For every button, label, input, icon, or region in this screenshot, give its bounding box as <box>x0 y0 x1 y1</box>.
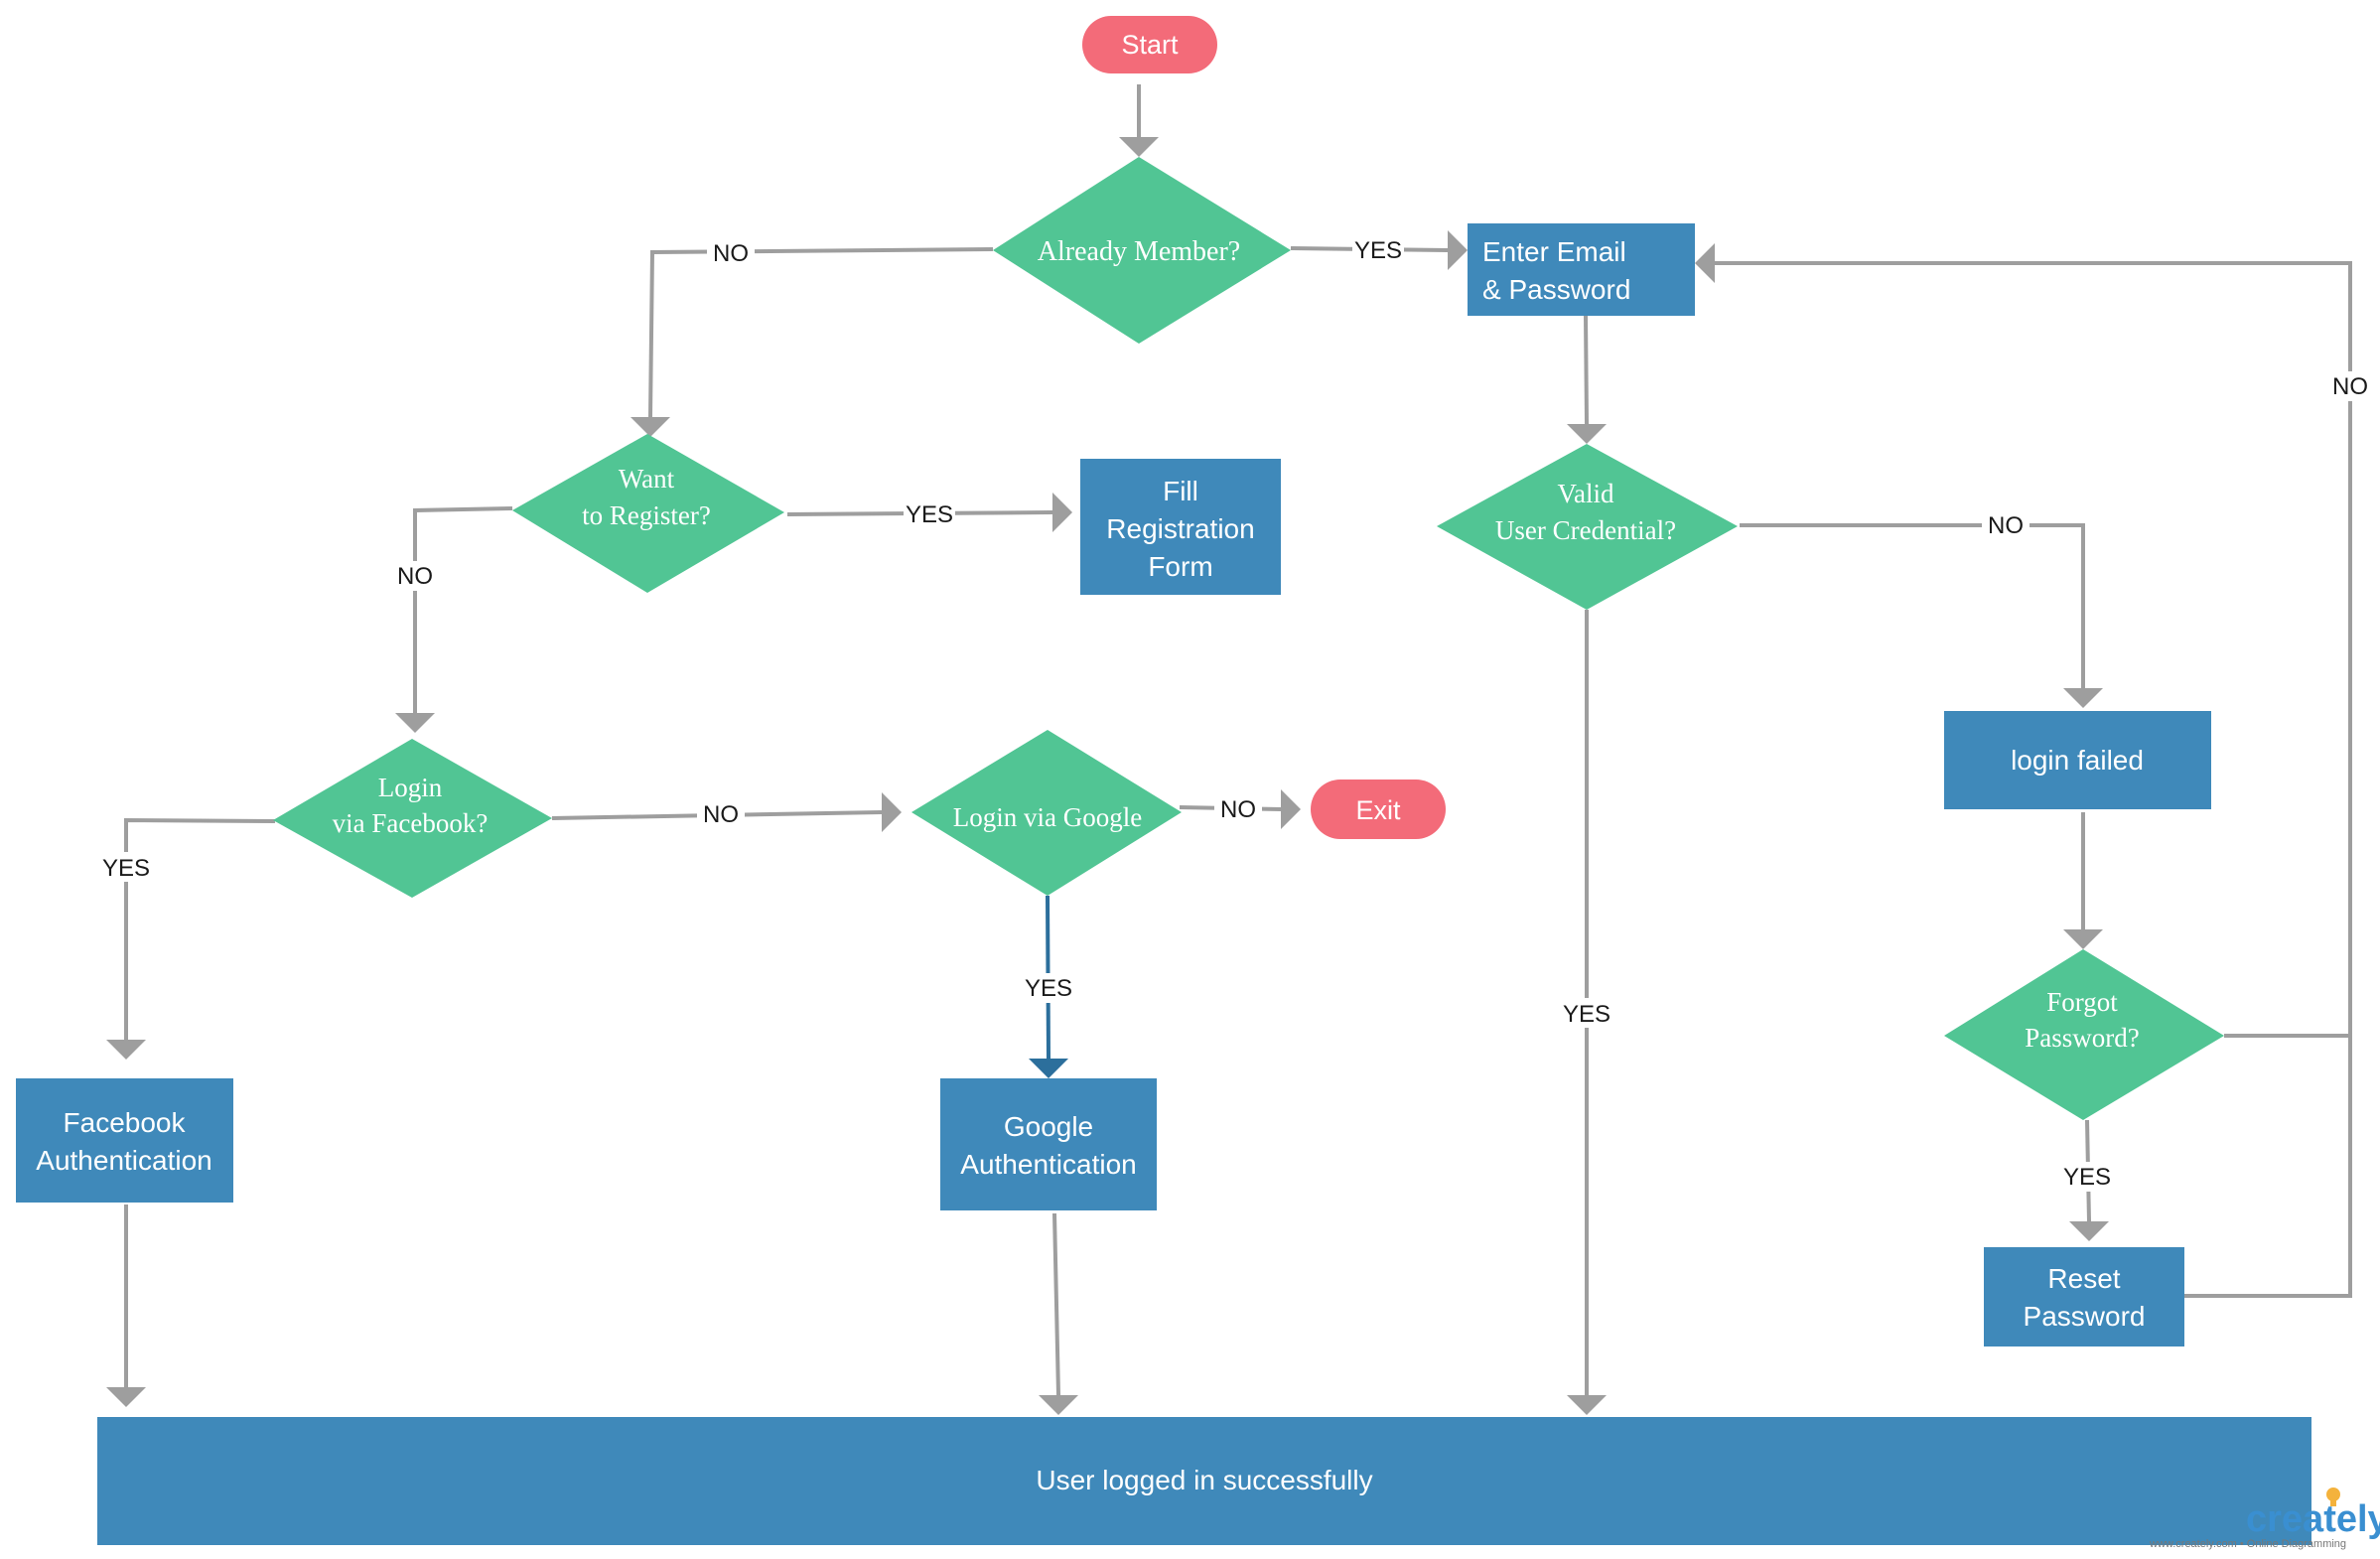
edge-facebook-yes <box>124 817 276 1040</box>
edge-valid-no <box>1740 523 2085 688</box>
edge-email-valid <box>1584 315 1589 425</box>
arrowhead <box>1448 230 1468 270</box>
fill-form-label-2: Registration <box>1106 513 1254 544</box>
arrowhead <box>1052 493 1072 532</box>
google-auth-process: Google Authentication <box>940 1078 1157 1210</box>
edge-label-register-yes: YES <box>906 501 953 528</box>
valid-credential-decision: Valid User Credential? <box>1437 444 1738 610</box>
arrowhead <box>1119 137 1159 157</box>
exit-label: Exit <box>1355 795 1401 825</box>
arrowhead <box>1281 789 1301 829</box>
arrowhead <box>395 713 435 733</box>
enter-email-label-2: & Password <box>1482 274 1630 305</box>
want-register-label-2: to Register? <box>582 500 711 530</box>
forgot-password-decision: Forgot Password? <box>1944 949 2224 1120</box>
login-facebook-label-2: via Facebook? <box>333 808 489 838</box>
creately-tagline: www.creately.com • Online Diagramming <box>2149 1538 2346 1550</box>
fill-form-label-3: Form <box>1148 551 1212 582</box>
reset-label-1: Reset <box>2047 1263 2120 1294</box>
edge-reset-loop <box>2184 1036 2352 1298</box>
fill-registration-process: Fill Registration Form <box>1080 459 1281 595</box>
start-label: Start <box>1121 30 1179 60</box>
edge-label-member-yes: YES <box>1354 237 1402 264</box>
forgot-label-1: Forgot <box>2046 987 2118 1017</box>
edge-label-valid-no: NO <box>1988 512 2024 539</box>
edge-label-forgot-yes: YES <box>2063 1164 2111 1191</box>
login-facebook-label-1: Login <box>378 773 443 802</box>
arrowhead <box>106 1040 146 1060</box>
start-terminal: Start <box>1082 16 1217 73</box>
edge-label-google-no: NO <box>1220 796 1256 823</box>
edge-label-facebook-no: NO <box>703 801 739 828</box>
already-member-label: Already Member? <box>1038 236 1240 267</box>
creately-wordmark: creately <box>2246 1498 2380 1540</box>
want-register-decision: Want to Register? <box>512 434 784 593</box>
enter-email-process: Enter Email & Password <box>1468 223 1695 316</box>
arrowhead <box>1695 243 1715 283</box>
google-auth-label-2: Authentication <box>960 1149 1136 1180</box>
google-auth-label-1: Google <box>1004 1111 1093 1142</box>
login-facebook-decision: Login via Facebook? <box>273 739 552 898</box>
reset-password-process: Reset Password <box>1984 1247 2184 1346</box>
exit-terminal: Exit <box>1311 780 1446 839</box>
arrowhead <box>2069 1221 2109 1241</box>
facebook-auth-label-2: Authentication <box>36 1145 211 1176</box>
edge-label-member-no: NO <box>713 240 749 267</box>
enter-email-label-1: Enter Email <box>1482 236 1626 267</box>
edge-label-register-no: NO <box>397 563 433 590</box>
edge-label-loop-no: NO <box>2332 373 2368 400</box>
valid-label-1: Valid <box>1558 479 1614 508</box>
edge-member-no <box>648 247 994 418</box>
valid-label-2: User Credential? <box>1495 515 1676 545</box>
facebook-auth-label-1: Facebook <box>64 1107 187 1138</box>
reset-label-2: Password <box>2024 1301 2146 1332</box>
lightbulb-icon <box>2326 1488 2340 1501</box>
login-google-decision: Login via Google <box>911 730 1182 896</box>
edge-register-no <box>413 506 513 713</box>
logged-in-label: User logged in successfully <box>1036 1465 1372 1495</box>
arrowhead <box>2063 688 2103 708</box>
edge-label-google-yes: YES <box>1025 975 1072 1002</box>
login-google-label: Login via Google <box>953 802 1142 832</box>
edge-labels: NO YES YES NO NO YES NO NO YES NO YES YE… <box>100 234 2374 1192</box>
arrowhead <box>1567 1395 1607 1415</box>
arrowhead <box>1039 1395 1078 1415</box>
forgot-label-2: Password? <box>2025 1023 2140 1053</box>
arrowhead <box>630 417 670 437</box>
already-member-decision: Already Member? <box>993 157 1291 344</box>
connectors <box>106 84 2352 1415</box>
login-failed-process: login failed <box>1944 711 2211 809</box>
arrowhead <box>882 792 902 832</box>
fill-form-label-1: Fill <box>1163 476 1198 506</box>
creately-logo: creately www.creately.com • Online Diagr… <box>2149 1488 2380 1550</box>
facebook-auth-process: Facebook Authentication <box>16 1078 233 1203</box>
arrowhead <box>106 1387 146 1407</box>
login-failed-label: login failed <box>2011 745 2144 776</box>
edge-label-facebook-yes: YES <box>102 855 150 882</box>
arrowhead <box>1029 1059 1068 1078</box>
arrowhead <box>1567 424 1607 444</box>
logged-in-process: User logged in successfully <box>97 1417 2311 1545</box>
want-register-label-1: Want <box>619 464 675 494</box>
arrowhead <box>2063 929 2103 949</box>
edge-google-logged <box>1052 1212 1060 1396</box>
edge-loop-no <box>1715 261 2352 1038</box>
edge-label-valid-yes: YES <box>1563 1001 1610 1028</box>
